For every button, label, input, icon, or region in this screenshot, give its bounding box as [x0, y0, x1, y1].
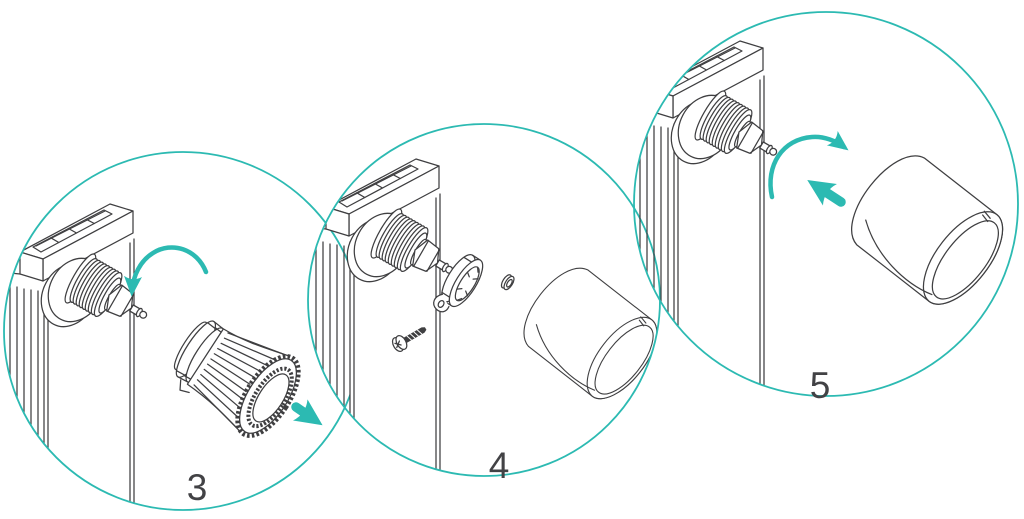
- radiator-with-valve: [315, 158, 467, 476]
- step-number-3: 3: [187, 467, 208, 508]
- push-on-arrow-icon: [807, 179, 846, 207]
- smart-thermostat-head: [510, 255, 660, 411]
- step-3-vignette: [9, 203, 323, 510]
- rotate-counterclockwise-arrow-icon: [123, 245, 209, 297]
- pull-off-arrow-icon: [291, 399, 323, 426]
- adapter-ring: [433, 254, 484, 313]
- small-nut: [500, 274, 515, 291]
- old-thermostat-head: [173, 320, 301, 438]
- step-5-circle: [633, 11, 1019, 397]
- rotate-clockwise-arrow-icon: [768, 131, 849, 200]
- smart-thermostat-head: [835, 141, 1018, 318]
- step-4-vignette: [315, 158, 660, 476]
- step-number-5: 5: [810, 365, 831, 406]
- mounting-screw: [391, 327, 427, 352]
- step-5-vignette: [639, 40, 1018, 396]
- radiator-with-valve: [9, 203, 161, 510]
- radiator-with-valve: [639, 40, 791, 396]
- step-number-4: 4: [489, 445, 510, 486]
